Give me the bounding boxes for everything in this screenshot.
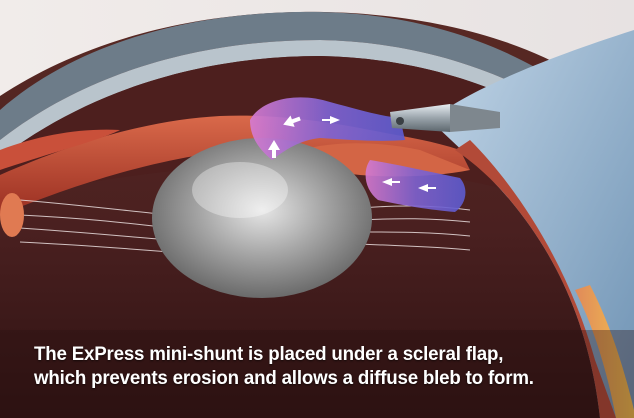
ciliary-nub: [0, 193, 24, 237]
lens: [152, 138, 372, 298]
shunt-opening: [396, 117, 404, 125]
caption-line-2: which prevents erosion and allows a diff…: [34, 366, 600, 390]
caption: The ExPress mini-shunt is placed under a…: [34, 342, 600, 390]
caption-line-1: The ExPress mini-shunt is placed under a…: [34, 342, 600, 366]
lens-highlight: [192, 162, 288, 218]
